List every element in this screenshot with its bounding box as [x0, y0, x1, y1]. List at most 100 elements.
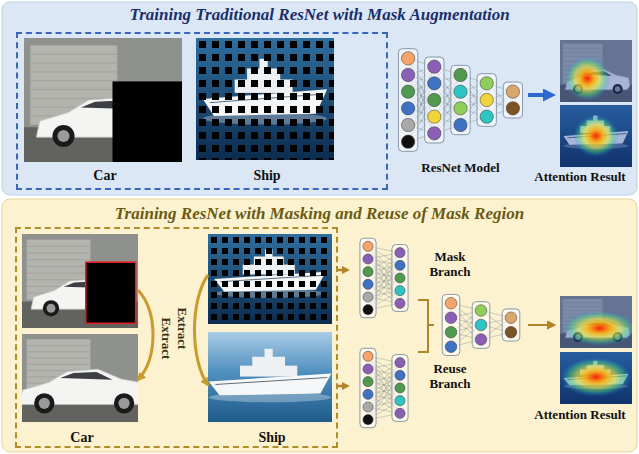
grid-mask: [264, 41, 271, 48]
grid-mask: [251, 145, 258, 152]
neuron: [363, 351, 373, 361]
grid-mask: [264, 145, 271, 152]
grid-mask: [277, 93, 284, 100]
connector-arrow: [338, 385, 346, 388]
grid-mask: [321, 248, 327, 254]
neuron: [428, 127, 441, 140]
grid-mask: [288, 303, 294, 309]
grid-mask: [288, 248, 294, 254]
grid-mask: [316, 54, 323, 61]
grid-mask: [277, 132, 284, 139]
neuron: [363, 305, 373, 315]
branch-network: Reuse Branch: [350, 346, 418, 428]
grid-mask: [303, 119, 310, 126]
grid-mask: [290, 106, 297, 113]
neuron: [401, 68, 414, 81]
grid-mask: [238, 119, 245, 126]
panel-background: [2, 199, 637, 452]
grid-mask: [244, 259, 250, 265]
result-label: Attention Result: [524, 408, 636, 423]
grid-mask: [303, 106, 310, 113]
door-slat: [27, 259, 91, 260]
neuron: [395, 286, 405, 296]
grid-mask: [266, 303, 272, 309]
grid-mask: [199, 106, 206, 113]
grid-mask: [264, 93, 271, 100]
grid-mask: [299, 303, 305, 309]
grid-mask: [199, 54, 206, 61]
neuron: [480, 110, 493, 123]
grid-mask: [233, 281, 239, 287]
grid-mask: [321, 314, 327, 320]
car-rim: [57, 130, 69, 142]
grid-mask: [199, 145, 206, 152]
grid-mask: [299, 314, 305, 320]
neuron: [395, 260, 405, 270]
branch-network: Mask Branch: [350, 236, 418, 318]
extract-arrow: [195, 275, 209, 385]
grid-mask: [277, 237, 283, 243]
grid-mask: [225, 119, 232, 126]
grid-mask: [264, 54, 271, 61]
layer-outline: [503, 82, 522, 118]
grid-mask: [321, 303, 327, 309]
grid-mask: [290, 67, 297, 74]
grid-mask: [299, 281, 305, 287]
grid-mask: [277, 145, 284, 152]
panel-title: Training Traditional ResNet with Mask Au…: [10, 5, 630, 25]
model-label: ResNet Model: [393, 161, 528, 176]
grid-mask: [251, 41, 258, 48]
neuron: [480, 77, 493, 90]
grid-mask: [211, 237, 217, 243]
network-symbol: [360, 348, 408, 427]
grid-mask: [225, 93, 232, 100]
grid-mask: [244, 248, 250, 254]
neuron: [480, 93, 493, 106]
neuron: [401, 135, 414, 148]
grid-mask: [199, 93, 206, 100]
grid-mask: [303, 93, 310, 100]
grid-mask: [277, 158, 284, 160]
grid-mask: [212, 119, 219, 126]
neuron: [395, 248, 405, 258]
grid-mask: [303, 132, 310, 139]
door-slat: [27, 364, 91, 365]
attention-result: Attention Result: [556, 292, 636, 432]
attention-result: Attention Result: [556, 36, 636, 188]
grid-mask: [321, 281, 327, 287]
grid-mask: [251, 80, 258, 87]
grid-mask: [212, 80, 219, 87]
grid-mask: [303, 67, 310, 74]
grid-mask: [212, 106, 219, 113]
door-slat: [30, 71, 117, 72]
extract-label: Extract: [158, 317, 173, 359]
layer-outline: [392, 245, 408, 312]
layer-outline: [477, 74, 496, 127]
panel-background: [2, 2, 637, 195]
panel-band: Training ResNet with Masking and Reuse o…: [0, 199, 639, 454]
image-label: Ship: [237, 168, 297, 184]
grid-mask: [212, 93, 219, 100]
grid-mask: [310, 281, 316, 287]
grid-mask: [233, 248, 239, 254]
neuron: [454, 85, 467, 98]
ship-photo: [208, 234, 332, 324]
network-symbol: [442, 294, 520, 355]
door-slat: [27, 266, 91, 267]
grid-mask: [310, 237, 316, 243]
extract-arrow: [138, 290, 153, 380]
grid-mask: [222, 237, 228, 243]
grid-mask: [211, 281, 217, 287]
grid-mask: [222, 292, 228, 298]
neuron: [506, 102, 519, 115]
sea: [196, 38, 334, 160]
grid-mask: [222, 281, 228, 287]
grid-mask: [225, 106, 232, 113]
car-photo: [560, 40, 632, 102]
grid-mask: [233, 270, 239, 276]
branch-label: Mask Branch: [421, 250, 479, 280]
ship-hull: [203, 89, 327, 116]
grid-mask: [321, 259, 327, 265]
car-photo: [22, 234, 138, 328]
grid-mask: [266, 292, 272, 298]
